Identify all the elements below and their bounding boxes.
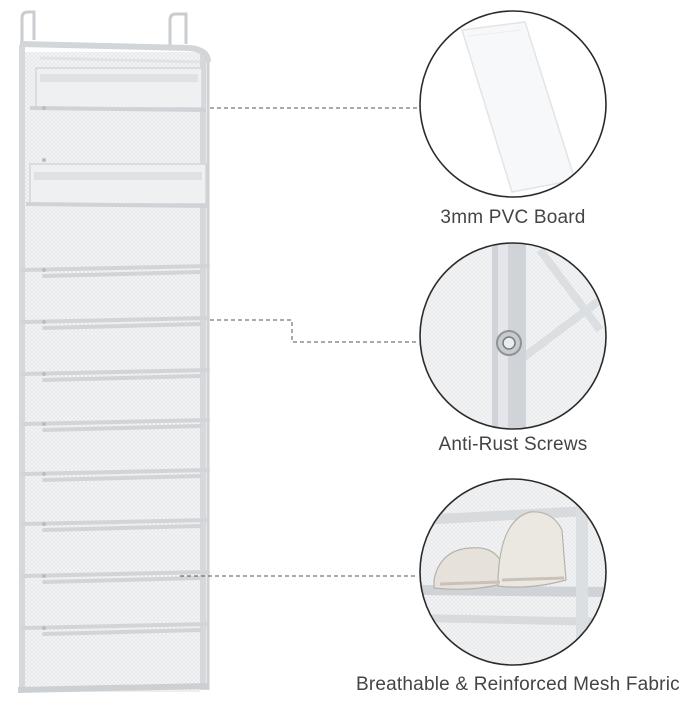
caption-anti-rust-screws: Anti-Rust Screws xyxy=(438,434,588,455)
top-bar xyxy=(19,41,211,63)
leader-lines xyxy=(180,107,418,577)
caption-mesh-fabric: Breathable & Reinforced Mesh Fabric xyxy=(356,674,679,695)
bottom-bar xyxy=(17,683,209,693)
pvc-board-closeup-icon xyxy=(419,10,607,198)
shoe-shelves xyxy=(22,264,210,636)
door-hook-right xyxy=(168,12,188,45)
top-basket xyxy=(29,67,207,112)
second-basket xyxy=(25,163,209,208)
shoe-organizer xyxy=(17,10,211,693)
door-hook-left xyxy=(20,10,36,45)
caption-pvc-board: 3mm PVC Board xyxy=(440,207,586,228)
leader-line-screw xyxy=(210,319,418,343)
mesh-shelf-closeup-icon xyxy=(419,478,607,666)
screw-closeup-icon xyxy=(419,242,607,430)
